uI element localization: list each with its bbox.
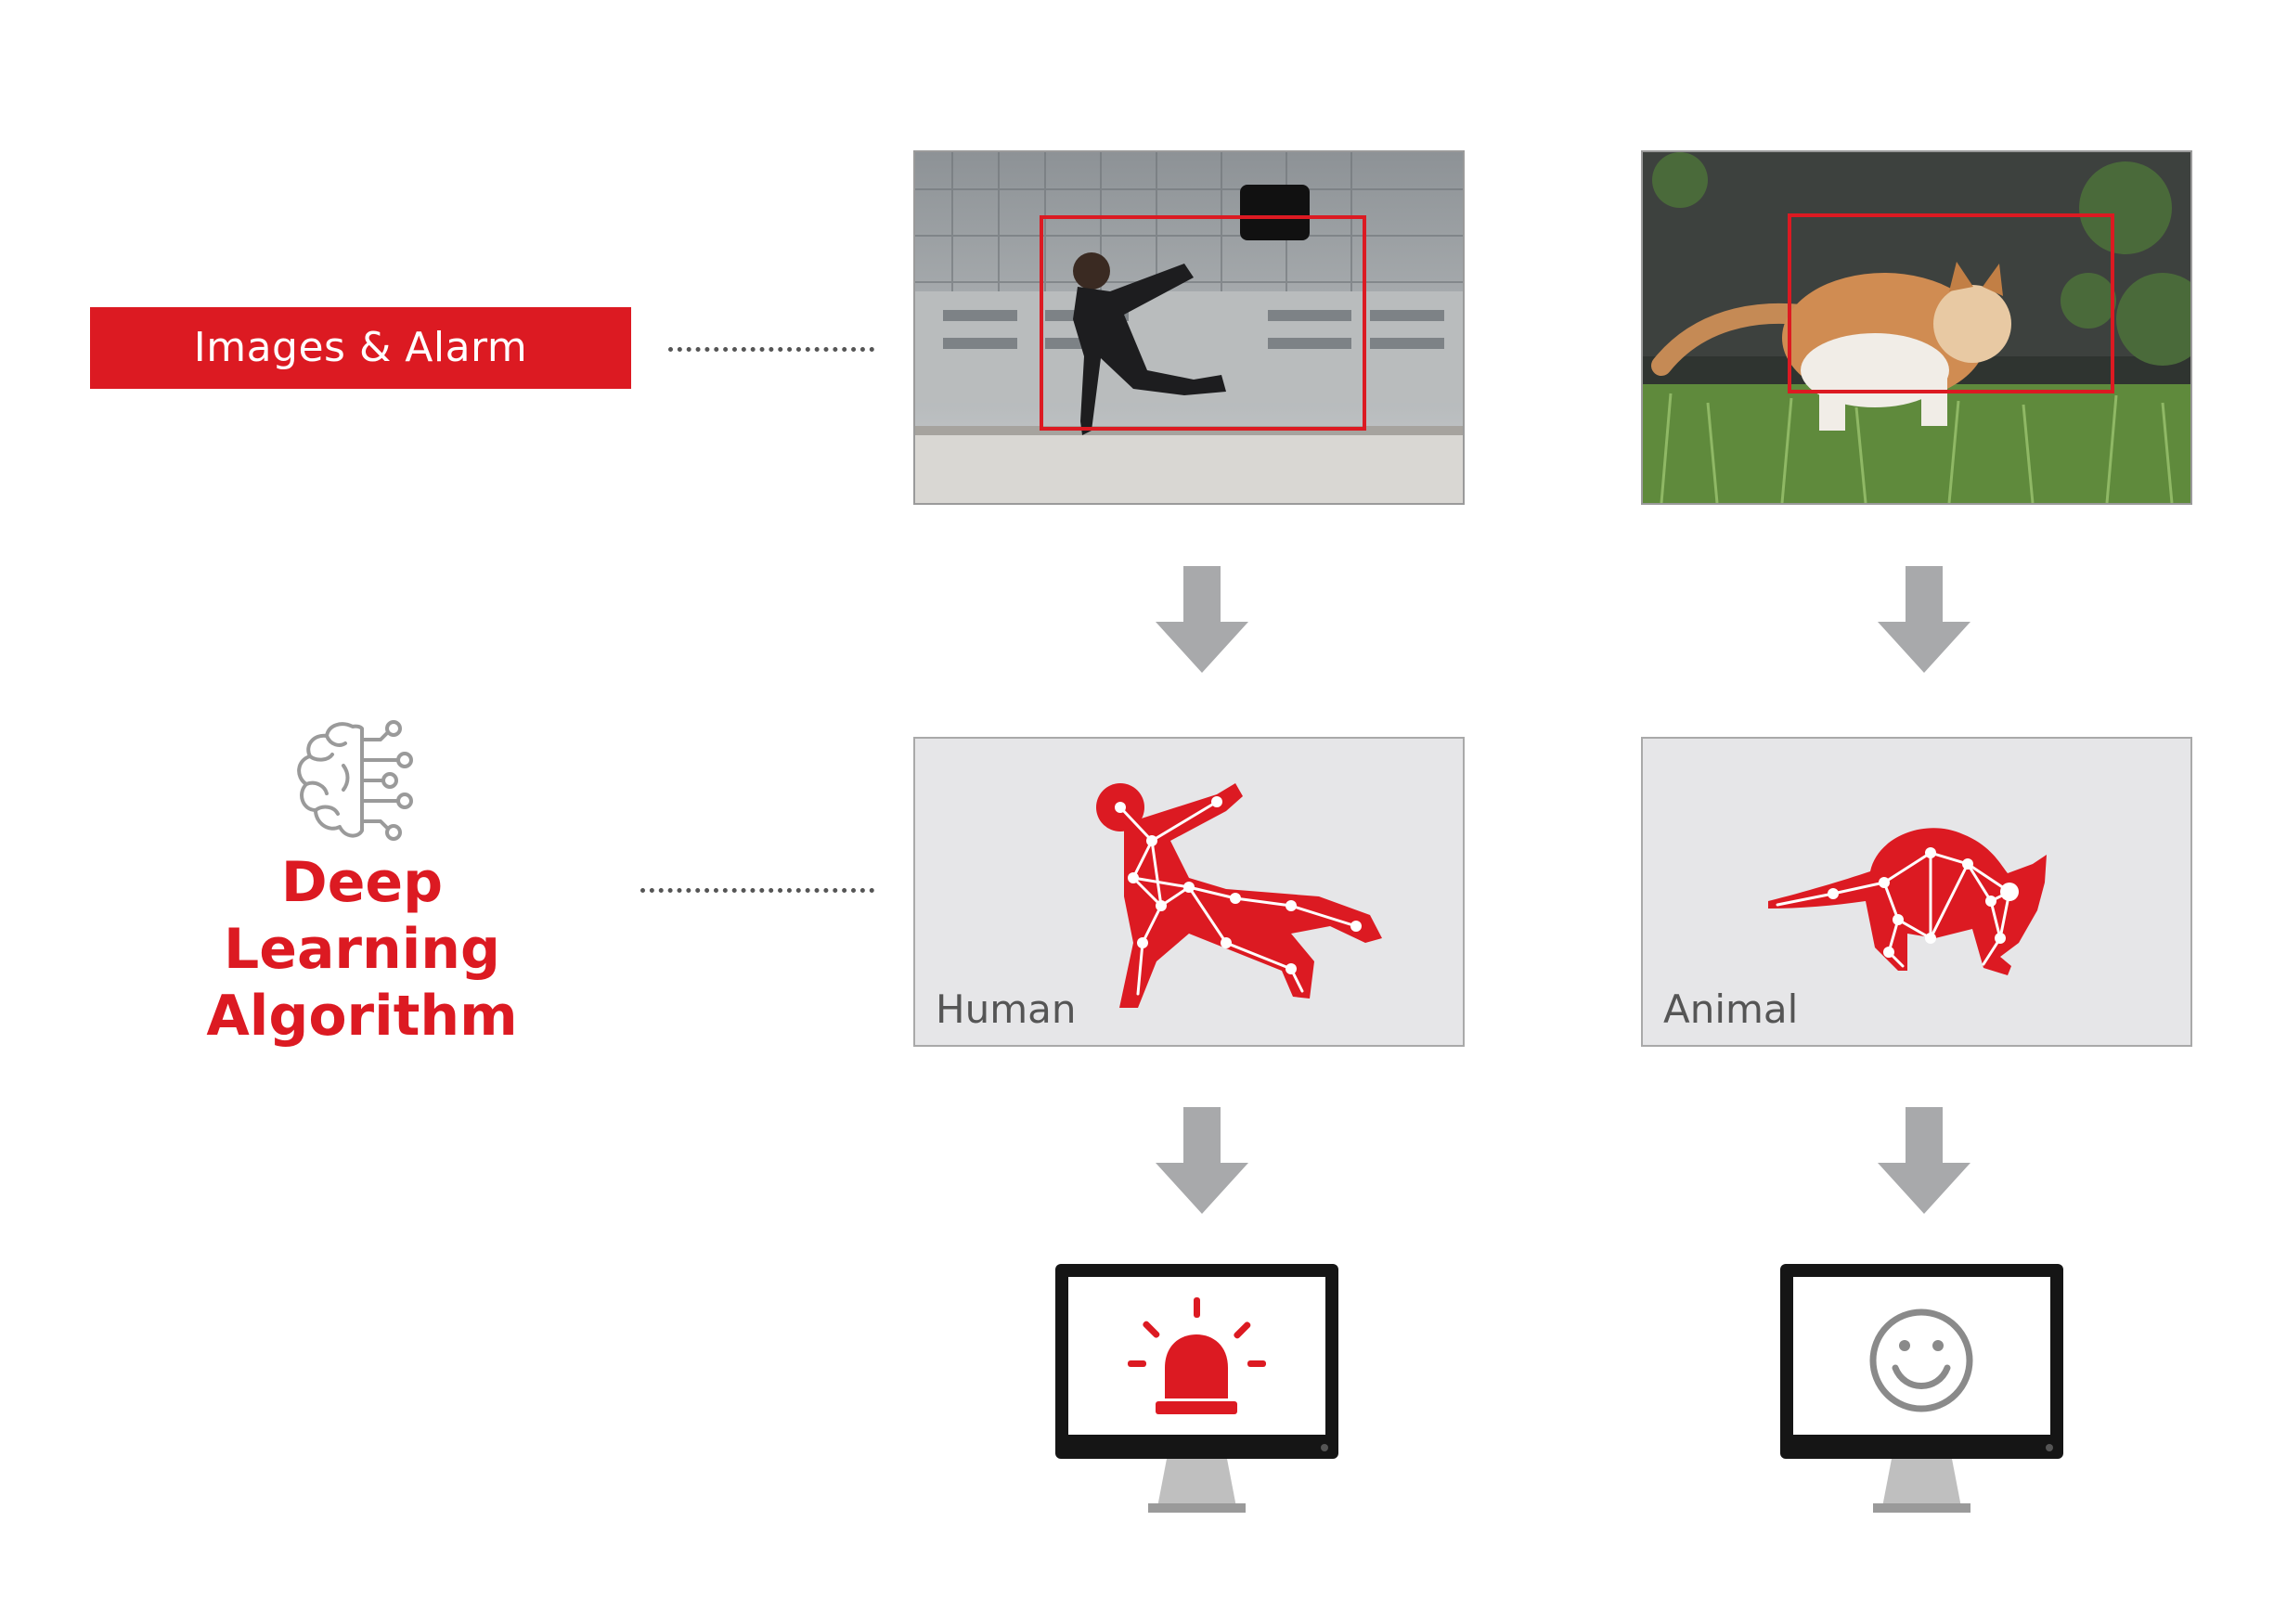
smiley-face-icon	[1869, 1308, 1973, 1412]
human-recognition-box: Human	[913, 737, 1465, 1047]
animal-recognition-box: Animal	[1641, 737, 2192, 1047]
brain-circuit-icon	[297, 720, 413, 841]
alarm-siren-icon	[1128, 1297, 1266, 1414]
monitor-ok	[1780, 1264, 2063, 1513]
monitor-alarm	[1055, 1264, 1338, 1513]
dotted-connector-top	[668, 347, 874, 352]
class-label-animal: Animal	[1663, 986, 1799, 1032]
dl-line-3: Algorithm	[206, 984, 518, 1049]
animal-camera-image	[1641, 150, 2192, 505]
animal-skeleton-icon	[1768, 828, 2047, 975]
arrow-down-icon	[1156, 1107, 1248, 1214]
dotted-connector-middle	[640, 888, 874, 893]
arrow-down-icon	[1878, 566, 1970, 673]
arrow-down-icon	[1156, 566, 1248, 673]
human-skeleton-icon	[1096, 783, 1382, 1008]
human-camera-image	[913, 150, 1465, 505]
arrow-down-icon	[1878, 1107, 1970, 1214]
dl-line-1: Deep	[280, 850, 444, 915]
class-label-human: Human	[936, 986, 1077, 1032]
deep-learning-algorithm-label: Deep Learning Algorithm	[186, 849, 538, 1050]
dl-line-2: Learning	[224, 917, 500, 982]
images-alarm-messages-label: Images & Alarm Messages	[90, 307, 631, 453]
